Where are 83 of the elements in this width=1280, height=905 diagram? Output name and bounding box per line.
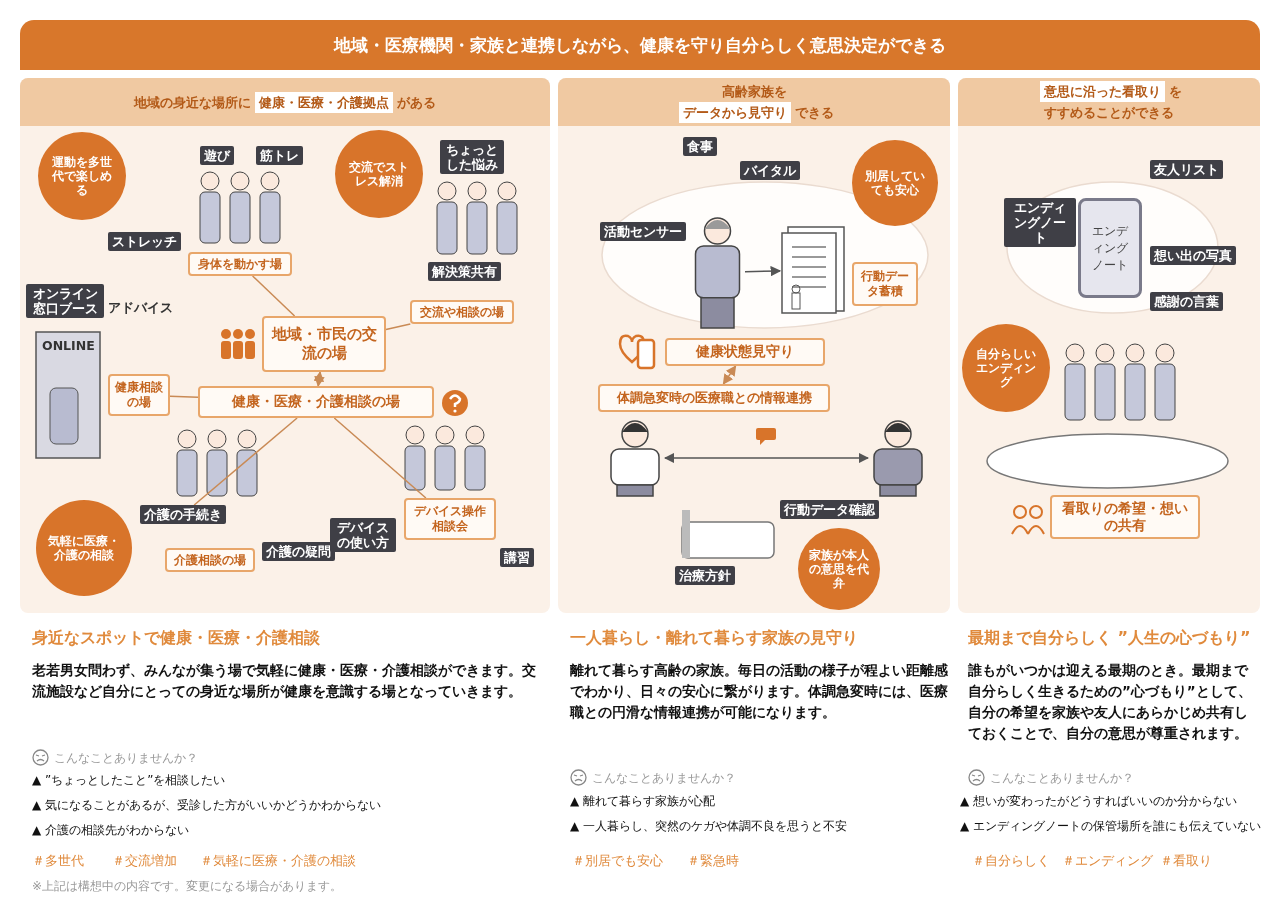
- panel-heading: 高齢家族を: [721, 83, 787, 101]
- bullet-item: ▲ 気になることがあるが、受診した方がいいかどうかわからない: [32, 797, 383, 814]
- connector-line: [169, 395, 199, 399]
- label-box: 地域・市民の交流の場: [262, 316, 386, 372]
- body-paragraph: 離れて暮らす高齢の家族。毎日の活動の様子が程よい距離感でわかり、日々の安心に繋がります。体調急変時には、医療職との円滑な情報連携が可能になります。: [570, 661, 949, 722]
- hashtag: ＃多世代: [32, 852, 85, 870]
- section-heading: 身近なスポットで健康・医療・介護相談: [32, 628, 321, 649]
- label-box: 交流や相談の場: [410, 300, 514, 324]
- highlighted-heading: 意思に沿った看取り: [1040, 81, 1165, 102]
- panel-heading: 地域の身近な場所に: [134, 93, 251, 112]
- label-tag: 解決策共有: [428, 262, 501, 281]
- hashtag: ＃気軽に医療・介護の相談: [200, 852, 357, 870]
- footnote: ※上記は構想中の内容です。変更になる場合があります。: [32, 878, 344, 895]
- label-box: 行動データ蓄積: [852, 262, 918, 306]
- question-text: こんなことありませんか？: [54, 751, 198, 765]
- label-tag: ストレッチ: [108, 232, 181, 251]
- bullet-item: ▲ 一人暮らし、突然のケガや体調不良を思うと不安: [570, 818, 849, 835]
- label-tag: 講習: [500, 548, 534, 567]
- label-tag: 遊び: [200, 146, 234, 165]
- label-box: 健康状態見守り: [665, 338, 825, 366]
- connector-line: [251, 275, 296, 317]
- hashtag: ＃自分らしく: [972, 852, 1051, 870]
- badge-circle: 交流でストレス解消: [335, 130, 423, 218]
- bullet-item: ▲ 介護の相談先がわからない: [32, 822, 191, 839]
- label-tag: デバイスの使い方: [330, 518, 396, 552]
- picture-label: ONLINE: [42, 338, 95, 353]
- panel-heading: すすめることができる: [1044, 104, 1174, 122]
- label-box: 健康相談の場: [108, 374, 170, 416]
- connector-line: [385, 323, 412, 331]
- section-heading: 最期まで自分らしく ”人生の心づもり”: [968, 628, 1252, 649]
- highlighted-heading: データから見守り: [678, 102, 791, 123]
- panel-heading: を: [1169, 83, 1182, 101]
- bullet-item: ▲ 想いが変わったがどうすればいいのか分からない: [960, 793, 1239, 810]
- label-tag: 活動センサー: [600, 222, 686, 241]
- bullet-item: ▲ エンディングノートの保管場所を誰にも伝えていない: [960, 818, 1263, 835]
- body-paragraph: 誰もがいつかは迎える最期のとき。最期まで自分らしく生きるための”心づもり”として、自分の希望を家族や友人にあらかじめ共有しておくことで、自分の意思が尊重されます。: [968, 661, 1253, 743]
- label-tag: エンディングノート: [1004, 198, 1076, 247]
- question-text: こんなことありませんか？: [990, 771, 1134, 785]
- highlighted-heading: 健康・医療・介護拠点: [255, 91, 393, 113]
- document-drawing: [780, 225, 846, 315]
- panel-heading: がある: [397, 93, 436, 112]
- arrow: [313, 370, 325, 388]
- panel-heading: できる: [794, 104, 834, 122]
- badge-circle: 自分らしいエンディング: [962, 324, 1050, 412]
- label-box: 身体を動かす場: [188, 252, 292, 276]
- label-tag: 治療方針: [675, 566, 735, 585]
- label-tag: 友人リスト: [1150, 160, 1223, 179]
- tablet-drawing: エンディングノート: [1078, 198, 1142, 298]
- hashtag: ＃看取り: [1160, 852, 1213, 870]
- title-banner: 地域・医療機関・家族と連携しながら、健康を守り自分らしく意思決定ができる: [20, 20, 1260, 70]
- label-box: 健康・医療・介護相談の場: [198, 386, 434, 418]
- bullet-item: ▲ 離れて暮らす家族が心配: [570, 793, 717, 810]
- question-text: こんなことありませんか？: [592, 771, 736, 785]
- label-box: 看取りの希望・想いの共有: [1050, 495, 1200, 539]
- picture-label: アドバイス: [108, 300, 173, 317]
- hashtag: ＃エンディング: [1062, 852, 1154, 870]
- body-paragraph: 老若男女問わず、みんなが集う場で気軽に健康・医療・介護相談ができます。交流施設など自分にとっての身近な場所が健康を意識する場となっていきます。: [32, 661, 537, 701]
- bullet-item: ▲ ”ちょっとしたこと”を相談したい: [32, 772, 227, 789]
- label-tag: 介護の手続き: [140, 505, 226, 524]
- badge-circle: 気軽に医療・介護の相談: [36, 500, 132, 596]
- hashtag: ＃別居でも安心: [572, 852, 664, 870]
- hashtag: ＃緊急時: [687, 852, 740, 870]
- panel-card: [20, 78, 550, 613]
- badge-circle: 別居していても安心: [852, 140, 938, 226]
- badge-circle: 家族が本人の意思を代弁: [798, 528, 880, 610]
- label-tag: バイタル: [740, 161, 800, 180]
- arrow: [663, 452, 870, 464]
- label-tag: 想い出の写真: [1150, 246, 1236, 265]
- label-tag: ちょっとした悩み: [440, 140, 504, 174]
- label-tag: 行動データ確認: [780, 500, 879, 519]
- label-box: 体調急変時の医療職との情報連携: [598, 384, 830, 412]
- label-box: 介護相談の場: [165, 548, 255, 572]
- label-box: デバイス操作相談会: [404, 498, 496, 540]
- section-heading: 一人暮らし・離れて暮らす家族の見守り: [570, 628, 859, 649]
- hashtag: ＃交流増加: [112, 852, 178, 870]
- arrow: [744, 265, 782, 277]
- label-tag: 筋トレ: [256, 146, 303, 165]
- arrow: [722, 365, 737, 385]
- label-tag: オンライン窓口ブース: [26, 284, 104, 318]
- label-tag: 感謝の言葉: [1150, 292, 1223, 311]
- label-tag: 介護の疑問: [262, 542, 335, 561]
- label-tag: 食事: [683, 137, 717, 156]
- badge-circle: 運動を多世代で楽しめる: [38, 132, 126, 220]
